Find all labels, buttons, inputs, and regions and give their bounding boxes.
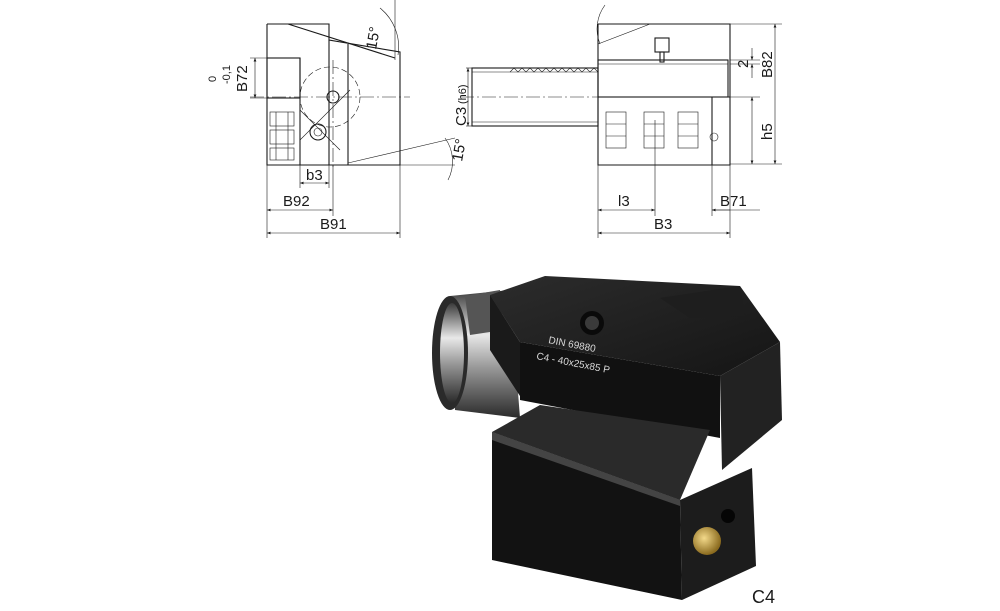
- dim-b3-small: b3: [306, 167, 323, 184]
- dim-2: 2: [735, 60, 752, 68]
- lower-block-top: [492, 405, 710, 500]
- product-photo: DIN 69880 C4 - 40x25x85 P C4: [432, 276, 782, 607]
- variant-label: C4: [752, 587, 775, 607]
- dim-b71: B71: [720, 193, 747, 210]
- dim-b92: B92: [283, 193, 310, 210]
- angle-top: 15°: [363, 25, 384, 50]
- angle-bottom: 15°: [449, 137, 470, 162]
- dim-c3: C3: [453, 107, 470, 126]
- dim-l3: l3: [618, 193, 630, 210]
- left-view-labels: B72 0 -0,1 b3 B92 B91 15° 15°: [207, 25, 470, 233]
- right-view-labels: C3 (h6) 2 B82 h5 l3 B3 B71: [453, 51, 776, 233]
- dim-b72-tol-upper: 0: [207, 76, 219, 82]
- dim-b82: B82: [759, 51, 776, 78]
- grease-nipple: [693, 527, 721, 555]
- dim-b72-tol-lower: -0,1: [221, 65, 233, 84]
- dim-b91: B91: [320, 216, 347, 233]
- dim-h5: h5: [759, 123, 776, 140]
- lower-block-front: [492, 432, 682, 600]
- right-view-drawing: [460, 4, 782, 238]
- left-view-drawing: [250, 0, 456, 238]
- dim-b72: B72: [234, 65, 251, 92]
- upper-block-front: [490, 295, 520, 396]
- dim-b3: B3: [654, 216, 672, 233]
- dim-c3-fit: (h6): [457, 84, 469, 104]
